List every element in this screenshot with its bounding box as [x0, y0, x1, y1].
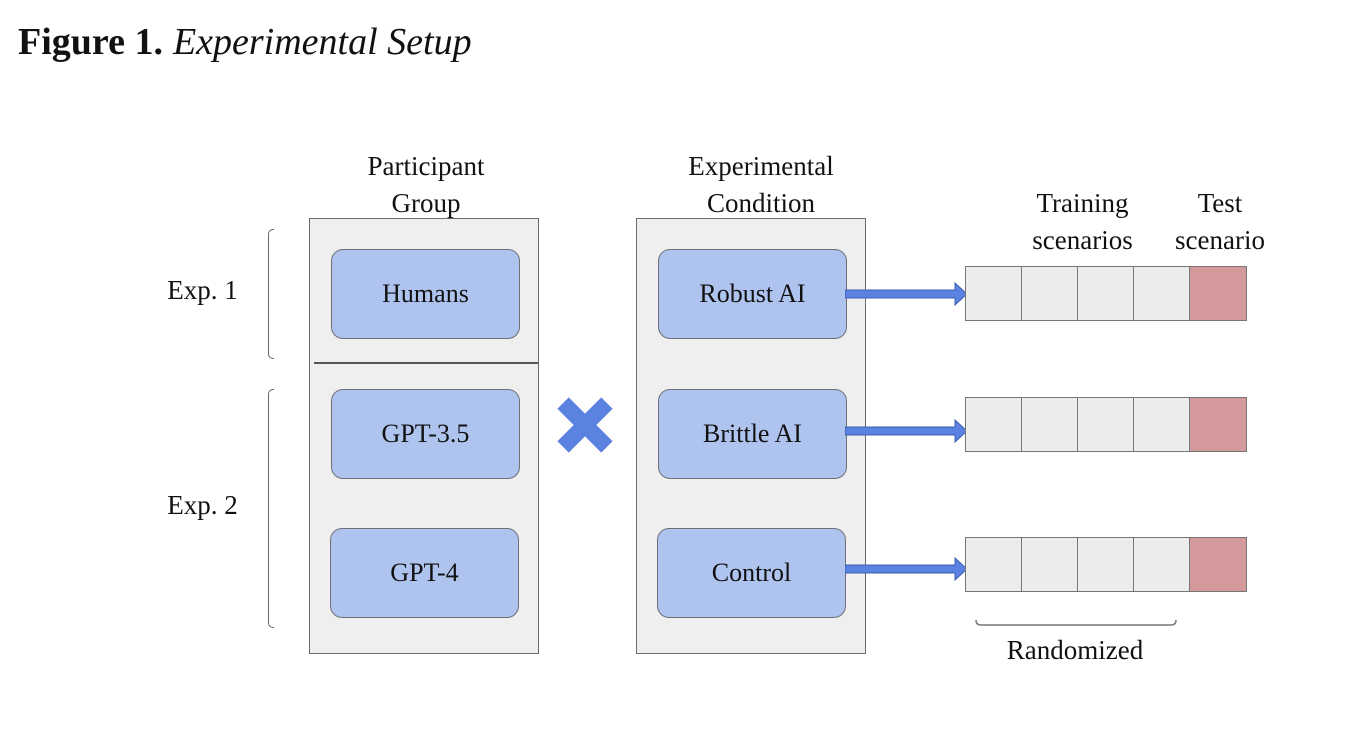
test-scenario-cell: [1190, 538, 1246, 591]
participant-group-header: Participant Group: [326, 148, 526, 222]
figure-number: Figure 1.: [18, 21, 163, 63]
arrow-control: [845, 556, 968, 582]
experimental-condition-header-line1: Experimental: [688, 151, 834, 181]
participant-gpt-3-5: GPT-3.5: [331, 389, 520, 479]
figure-name: Experimental Setup: [172, 21, 472, 63]
test-scenario-header-line1: Test: [1197, 188, 1243, 218]
training-scenarios-header: Training scenarios: [1010, 185, 1155, 259]
experiment-divider: [314, 362, 538, 364]
participant-gpt-4: GPT-4: [330, 528, 519, 618]
training-scenario-cell: [1078, 398, 1134, 451]
test-scenario-header-line2: scenario: [1175, 225, 1265, 255]
scenario-strip-robust-ai: [965, 266, 1247, 321]
training-scenario-cell: [1134, 267, 1190, 320]
participant-group-header-line2: Group: [391, 188, 461, 218]
experimental-condition-header-line2: Condition: [706, 188, 815, 218]
training-scenario-cell: [966, 267, 1022, 320]
exp2-brace: [268, 389, 274, 628]
training-scenario-cell: [1022, 267, 1078, 320]
scenario-strip-brittle-ai: [965, 397, 1247, 452]
training-scenario-cell: [1134, 398, 1190, 451]
training-scenario-cell: [1078, 267, 1134, 320]
exp1-brace: [268, 229, 274, 359]
participant-group-header-line1: Participant: [367, 151, 485, 181]
training-scenarios-header-line2: scenarios: [1032, 225, 1133, 255]
training-scenario-cell: [1078, 538, 1134, 591]
experimental-condition-header: Experimental Condition: [651, 148, 871, 222]
training-scenario-cell: [1134, 538, 1190, 591]
test-scenario-header: Test scenario: [1160, 185, 1280, 259]
training-scenario-cell: [1022, 398, 1078, 451]
arrow-robust-ai: [845, 281, 968, 307]
scenario-strip-control: [965, 537, 1247, 592]
test-scenario-cell: [1190, 398, 1246, 451]
training-scenario-cell: [966, 538, 1022, 591]
exp1-label: Exp. 1: [167, 275, 238, 305]
training-scenario-cell: [1022, 538, 1078, 591]
training-scenario-cell: [966, 398, 1022, 451]
participant-humans: Humans: [331, 249, 520, 339]
randomized-label: Randomized: [1006, 635, 1144, 665]
figure-title: Figure 1.Experimental Setup: [18, 14, 472, 70]
randomized-brace: [975, 619, 1177, 626]
condition-robust-ai: Robust AI: [658, 249, 847, 339]
condition-control: Control: [657, 528, 846, 618]
cross-multiply-icon: [557, 397, 613, 453]
condition-brittle-ai: Brittle AI: [658, 389, 847, 479]
arrow-brittle-ai: [845, 418, 968, 444]
training-scenarios-header-line1: Training: [1036, 188, 1129, 218]
exp2-label: Exp. 2: [167, 490, 238, 520]
test-scenario-cell: [1190, 267, 1246, 320]
